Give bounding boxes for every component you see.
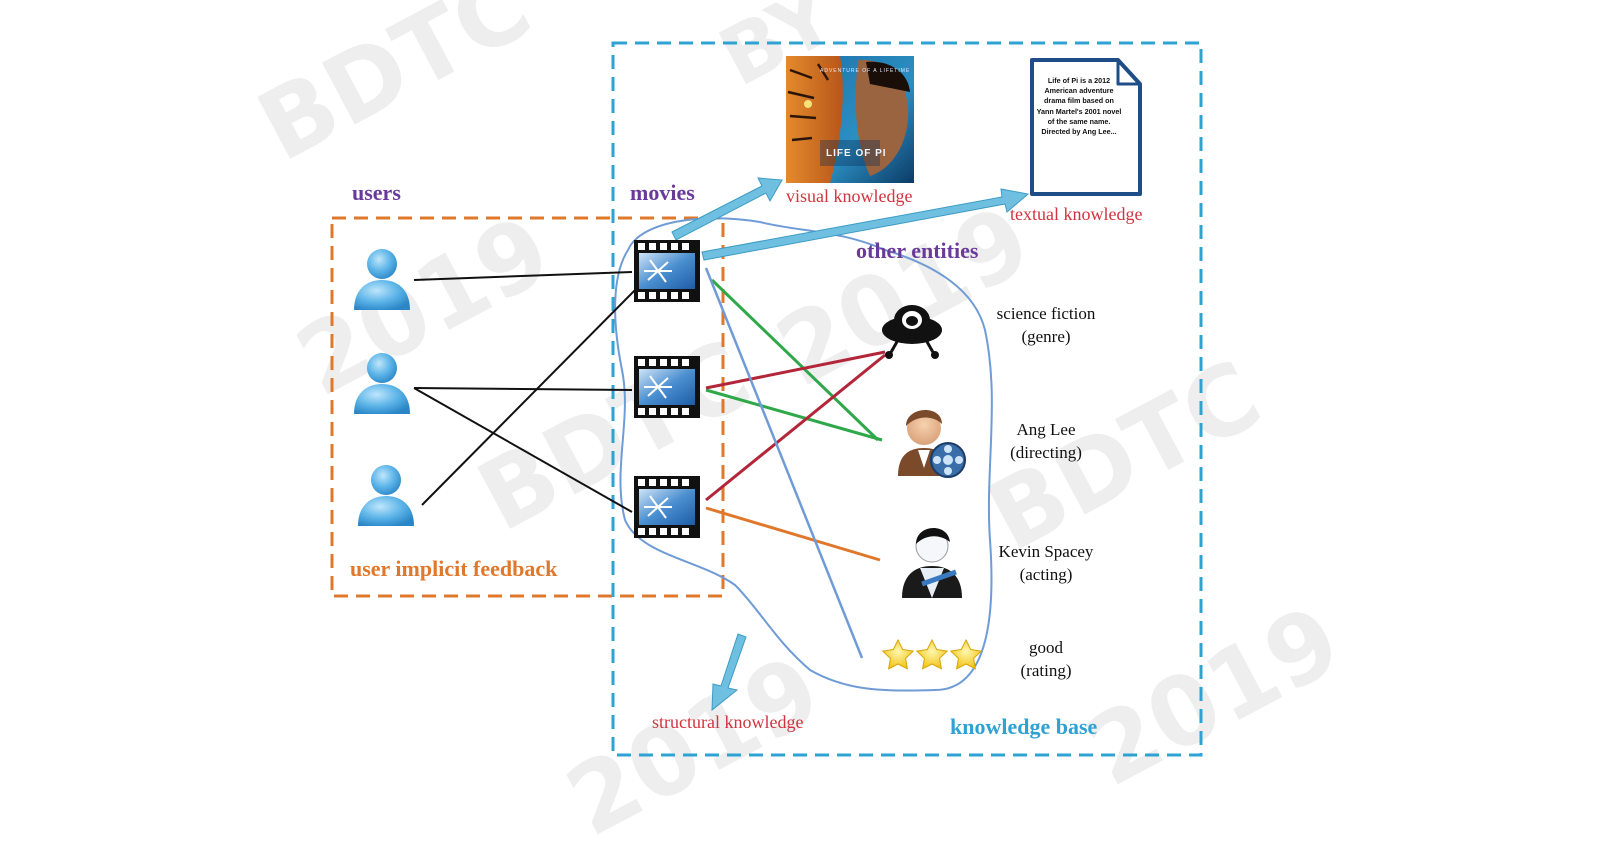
entity-type: (acting)	[1019, 565, 1073, 584]
entity-type: (genre)	[1021, 327, 1071, 346]
entity-type: (rating)	[1020, 661, 1072, 680]
entity-name: Ang Lee	[1016, 420, 1076, 439]
red-edge	[705, 353, 886, 502]
actor-icon	[902, 527, 962, 598]
poster-title: LIFE OF PI	[826, 148, 887, 159]
kg-edges	[704, 267, 886, 659]
green-edge	[705, 388, 883, 442]
ufo-icon	[882, 305, 942, 359]
other-entities-label: other entities	[856, 238, 979, 263]
movie-poster-image	[786, 56, 914, 183]
entity-rating: good (rating)	[966, 636, 1126, 682]
film-reel-icon	[634, 476, 700, 538]
movies-label: movies	[630, 180, 695, 205]
document-text: Life of Pi is a 2012 American adventure …	[1036, 76, 1122, 137]
structural-knowledge-label: structural knowledge	[652, 712, 804, 732]
feedback-edge	[413, 387, 633, 391]
feedback-edges	[413, 271, 641, 513]
knowledge-arrows	[671, 177, 1030, 712]
three-stars-icon	[881, 638, 983, 670]
user-icon	[358, 465, 414, 526]
visual-knowledge-label: visual knowledge	[786, 186, 913, 206]
arrow-visual	[671, 177, 783, 241]
film-reel-icon	[634, 356, 700, 418]
entity-name: science fiction	[996, 304, 1096, 323]
entity-director: Ang Lee (directing)	[966, 418, 1126, 464]
director-icon	[898, 409, 966, 478]
film-reel-icon	[634, 240, 700, 302]
kg-recommendation-diagram: BDTC BY 2019 BDTC 2019 BDTC 2019 2019	[241, 0, 1358, 858]
orange-edge	[705, 506, 881, 562]
entity-type: (directing)	[1010, 443, 1082, 462]
textual-knowledge-label: textual knowledge	[1010, 204, 1143, 224]
knowledge-base-label: knowledge base	[950, 714, 1098, 739]
user-icon	[354, 353, 410, 414]
blue-edge	[704, 267, 864, 659]
diagram-canvas	[330, 41, 1203, 757]
feedback-edge	[421, 284, 641, 506]
entity-actor: Kevin Spacey (acting)	[966, 540, 1126, 586]
user-feedback-box	[330, 216, 725, 598]
entity-boundary	[614, 217, 993, 692]
text-document-icon	[1030, 58, 1142, 196]
feedback-edge	[413, 387, 633, 513]
arrow-structural	[711, 633, 747, 712]
arrow-textual	[701, 188, 1030, 261]
knowledge-base-box	[611, 41, 1203, 757]
entity-name: good	[1029, 638, 1063, 657]
users-label: users	[352, 180, 401, 205]
user-icon	[354, 249, 410, 310]
feedback-edge	[413, 271, 633, 281]
green-edge	[710, 278, 880, 442]
entity-genre: science fiction (genre)	[966, 302, 1126, 348]
user-implicit-feedback-label: user implicit feedback	[350, 556, 558, 581]
entity-name: Kevin Spacey	[998, 542, 1094, 561]
poster-tagline: ADVENTURE OF A LIFETIME	[820, 68, 911, 74]
red-edge	[705, 350, 886, 390]
